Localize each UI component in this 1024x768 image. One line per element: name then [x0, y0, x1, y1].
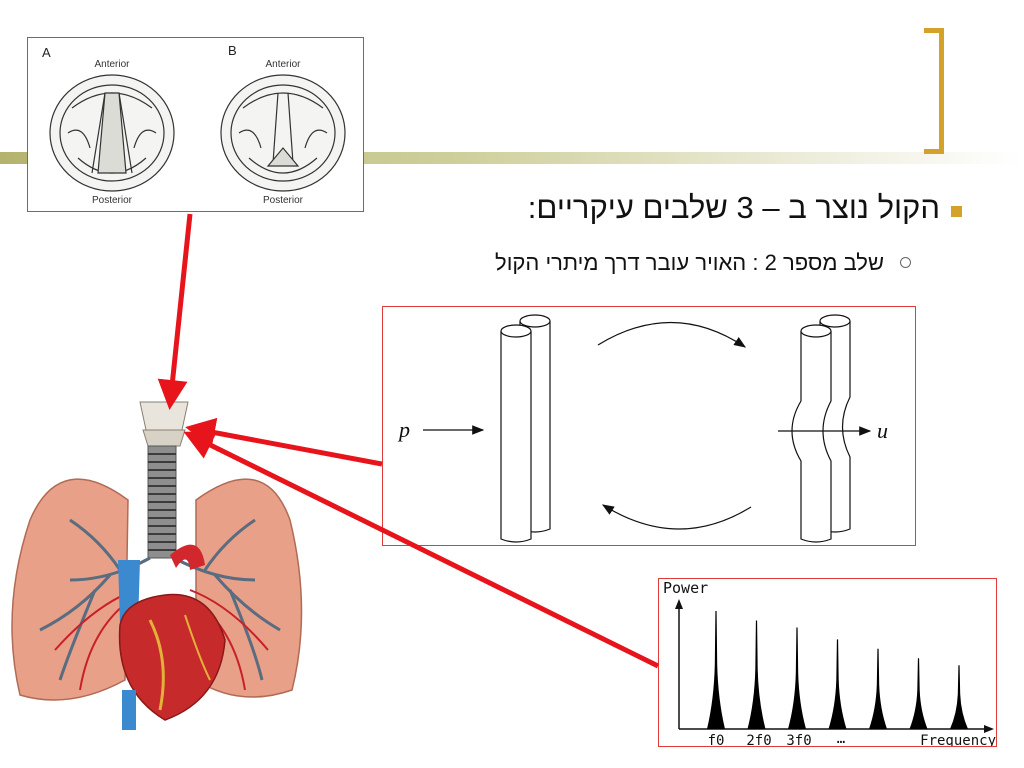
- figure-label-a: A: [42, 45, 51, 60]
- corner-bracket-decoration: [924, 28, 944, 154]
- tick-f0: f0: [708, 733, 725, 746]
- spectrum-plot: Power f0 2f0 3f0 … Frequency: [659, 579, 996, 746]
- larynx-view-closed: [221, 75, 345, 191]
- slide-subtitle: שלב מספר 2 : האויר עובר דרך מיתרי הקול: [495, 250, 884, 276]
- harmonic-peak-f0: [707, 611, 725, 729]
- harmonic-peak-7f0: [950, 665, 968, 729]
- vocal-fold-cylinders-deformed: [792, 315, 850, 542]
- harmonic-peak-6f0: [910, 658, 928, 729]
- anterior-label-a: Anterior: [94, 59, 130, 70]
- tick-2f0: 2f0: [746, 733, 771, 746]
- respiratory-anatomy-illustration: [0, 390, 310, 735]
- chart-xlabel: Frequency: [920, 733, 996, 746]
- subtitle-bullet-circle: [900, 257, 911, 268]
- slide-title: הקול נוצר ב – 3 שלבים עיקריים:: [528, 190, 940, 226]
- chart-ylabel: Power: [663, 579, 708, 597]
- vocal-fold-cylinders-straight: [501, 315, 550, 542]
- harmonic-peak-3f0: [788, 628, 806, 729]
- harmonic-peak-4f0: [829, 639, 847, 729]
- vocal-fold-oscillation-diagram: p u: [382, 306, 916, 546]
- x-axis-arrow: [984, 725, 994, 733]
- figure-label-b: B: [228, 43, 237, 58]
- title-bullet-square: [951, 206, 962, 217]
- harmonic-spectrum-chart: Power f0 2f0 3f0 … Frequency: [658, 578, 997, 747]
- harmonic-peak-5f0: [869, 649, 887, 729]
- oscillation-drawing: p u: [383, 307, 915, 545]
- left-lung: [12, 479, 128, 700]
- inferior-vena-cava: [122, 690, 136, 730]
- vocal-folds-illustration: A B Anterior Anterior Posterior Posterio…: [27, 37, 364, 212]
- arrow-from-vocal-folds: [170, 214, 190, 405]
- flow-label: u: [877, 418, 888, 443]
- tick-ellipsis: …: [837, 731, 845, 746]
- pressure-label: p: [397, 417, 410, 442]
- larynx-view-open: [50, 75, 174, 191]
- harmonic-peaks: [707, 611, 968, 729]
- harmonic-peak-2f0: [748, 620, 766, 729]
- y-axis-arrow: [675, 599, 683, 609]
- cycle-arrow-bottom: [603, 505, 751, 529]
- posterior-label-a: Posterior: [92, 195, 133, 206]
- tick-3f0: 3f0: [786, 733, 811, 746]
- anterior-label-b: Anterior: [265, 59, 301, 70]
- vocal-folds-drawing: A B Anterior Anterior Posterior Posterio…: [28, 38, 363, 211]
- posterior-label-b: Posterior: [263, 195, 304, 206]
- cycle-arrow-top: [598, 322, 745, 347]
